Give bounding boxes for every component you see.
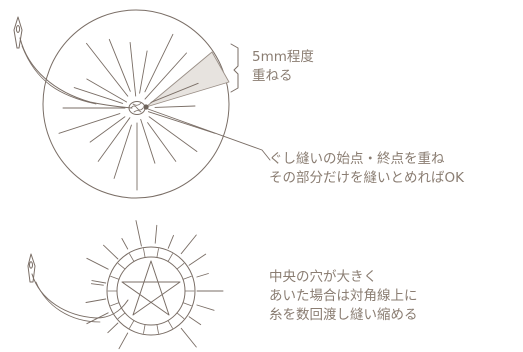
outer-fold-rays bbox=[85, 220, 224, 350]
fold-ray bbox=[91, 280, 107, 284]
fold-line bbox=[140, 118, 156, 164]
overlap-bracket bbox=[230, 43, 239, 93]
fold-ray bbox=[118, 332, 129, 350]
ring-pleat bbox=[110, 275, 120, 280]
center-hole-annotation-line-1: 中央の穴が大きく bbox=[269, 269, 377, 285]
sew-point-leader-line bbox=[147, 108, 271, 161]
ring-pleat bbox=[129, 253, 135, 263]
ring-pleat bbox=[167, 319, 173, 329]
sew-point-annotation: ぐし縫いの始点・終点を重ね その部分だけを縫いとめればOK bbox=[269, 150, 464, 188]
gathered-yoyo-step-2 bbox=[27, 220, 224, 350]
fold-line bbox=[97, 117, 131, 162]
fold-line bbox=[144, 52, 187, 100]
fold-ray bbox=[180, 234, 197, 255]
ring-pleat bbox=[143, 324, 146, 334]
fold-ray bbox=[167, 234, 174, 249]
fold-line bbox=[147, 111, 216, 134]
center-knot-detail bbox=[130, 102, 144, 113]
ring-pleat bbox=[129, 319, 135, 329]
fold-line bbox=[154, 105, 196, 108]
ring-pleat bbox=[182, 275, 192, 280]
fold-ray bbox=[103, 244, 119, 260]
fold-ray bbox=[188, 316, 202, 326]
thread-line-tail bbox=[35, 281, 101, 323]
fold-ray bbox=[121, 238, 129, 250]
radial-fold-lines bbox=[58, 33, 216, 191]
sew-point-annotation-line-2: その部分だけを縫いとめればOK bbox=[269, 170, 464, 186]
fold-line bbox=[148, 116, 198, 152]
fold-ray bbox=[188, 253, 207, 266]
ring-pleat bbox=[156, 324, 159, 334]
fold-line bbox=[108, 38, 131, 92]
thread-line-tail bbox=[21, 45, 97, 105]
stitch-end-point bbox=[143, 104, 149, 110]
overlap-annotation: 5mm程度 重ねる bbox=[252, 48, 314, 86]
fabric-circle-step-1 bbox=[13, 9, 271, 199]
ring-pleat bbox=[143, 248, 146, 258]
fold-line bbox=[113, 124, 132, 179]
thread-line bbox=[19, 37, 133, 109]
fold-line bbox=[147, 122, 177, 162]
ring-pleat bbox=[117, 262, 126, 270]
fabric-circle-outline bbox=[42, 9, 230, 199]
fold-line bbox=[73, 87, 124, 104]
fold-ray bbox=[135, 220, 142, 247]
fold-line bbox=[139, 50, 148, 94]
ring-pleat bbox=[176, 262, 185, 270]
needle-icon bbox=[13, 16, 23, 49]
fold-line bbox=[129, 41, 137, 97]
center-hole-annotation-line-3: 糸を数回渡し縫い縮める bbox=[269, 307, 418, 323]
thread-line bbox=[31, 273, 129, 319]
diagonal-cross-stitches bbox=[121, 260, 181, 316]
fold-ray bbox=[90, 283, 104, 286]
overlap-annotation-line-1: 5mm程度 bbox=[252, 49, 314, 65]
fold-line bbox=[86, 42, 129, 97]
fold-ray bbox=[196, 273, 209, 278]
sew-point-annotation-line-1: ぐし縫いの始点・終点を重ね bbox=[269, 151, 445, 167]
ring-pleats bbox=[107, 248, 195, 334]
yoyo-outer-ring bbox=[106, 246, 196, 336]
fold-ray bbox=[154, 224, 158, 244]
fold-ray bbox=[180, 327, 197, 348]
ring-pleat bbox=[176, 312, 185, 320]
fold-line bbox=[150, 82, 199, 103]
ring-pleat bbox=[110, 302, 120, 307]
fold-ray bbox=[196, 304, 215, 311]
ring-pleat bbox=[156, 248, 159, 258]
fold-line bbox=[86, 78, 128, 103]
fold-ray bbox=[107, 322, 119, 334]
ring-pleat bbox=[182, 302, 192, 307]
fold-ray bbox=[85, 298, 107, 303]
fold-line bbox=[89, 116, 126, 143]
ring-pleat bbox=[167, 253, 173, 263]
fold-line bbox=[144, 33, 174, 93]
center-hole-annotation-line-2: あいた場合は対角線上に bbox=[269, 288, 418, 304]
fold-line bbox=[58, 113, 121, 134]
needle-icon bbox=[27, 253, 36, 283]
overlap-wedge bbox=[145, 51, 230, 108]
overlap-annotation-line-2: 重ねる bbox=[252, 68, 293, 84]
fold-ray bbox=[86, 257, 109, 270]
ring-pleat bbox=[117, 312, 126, 320]
center-hole-annotation: 中央の穴が大きく あいた場合は対角線上に 糸を数回渡し縫い縮める bbox=[269, 268, 418, 325]
